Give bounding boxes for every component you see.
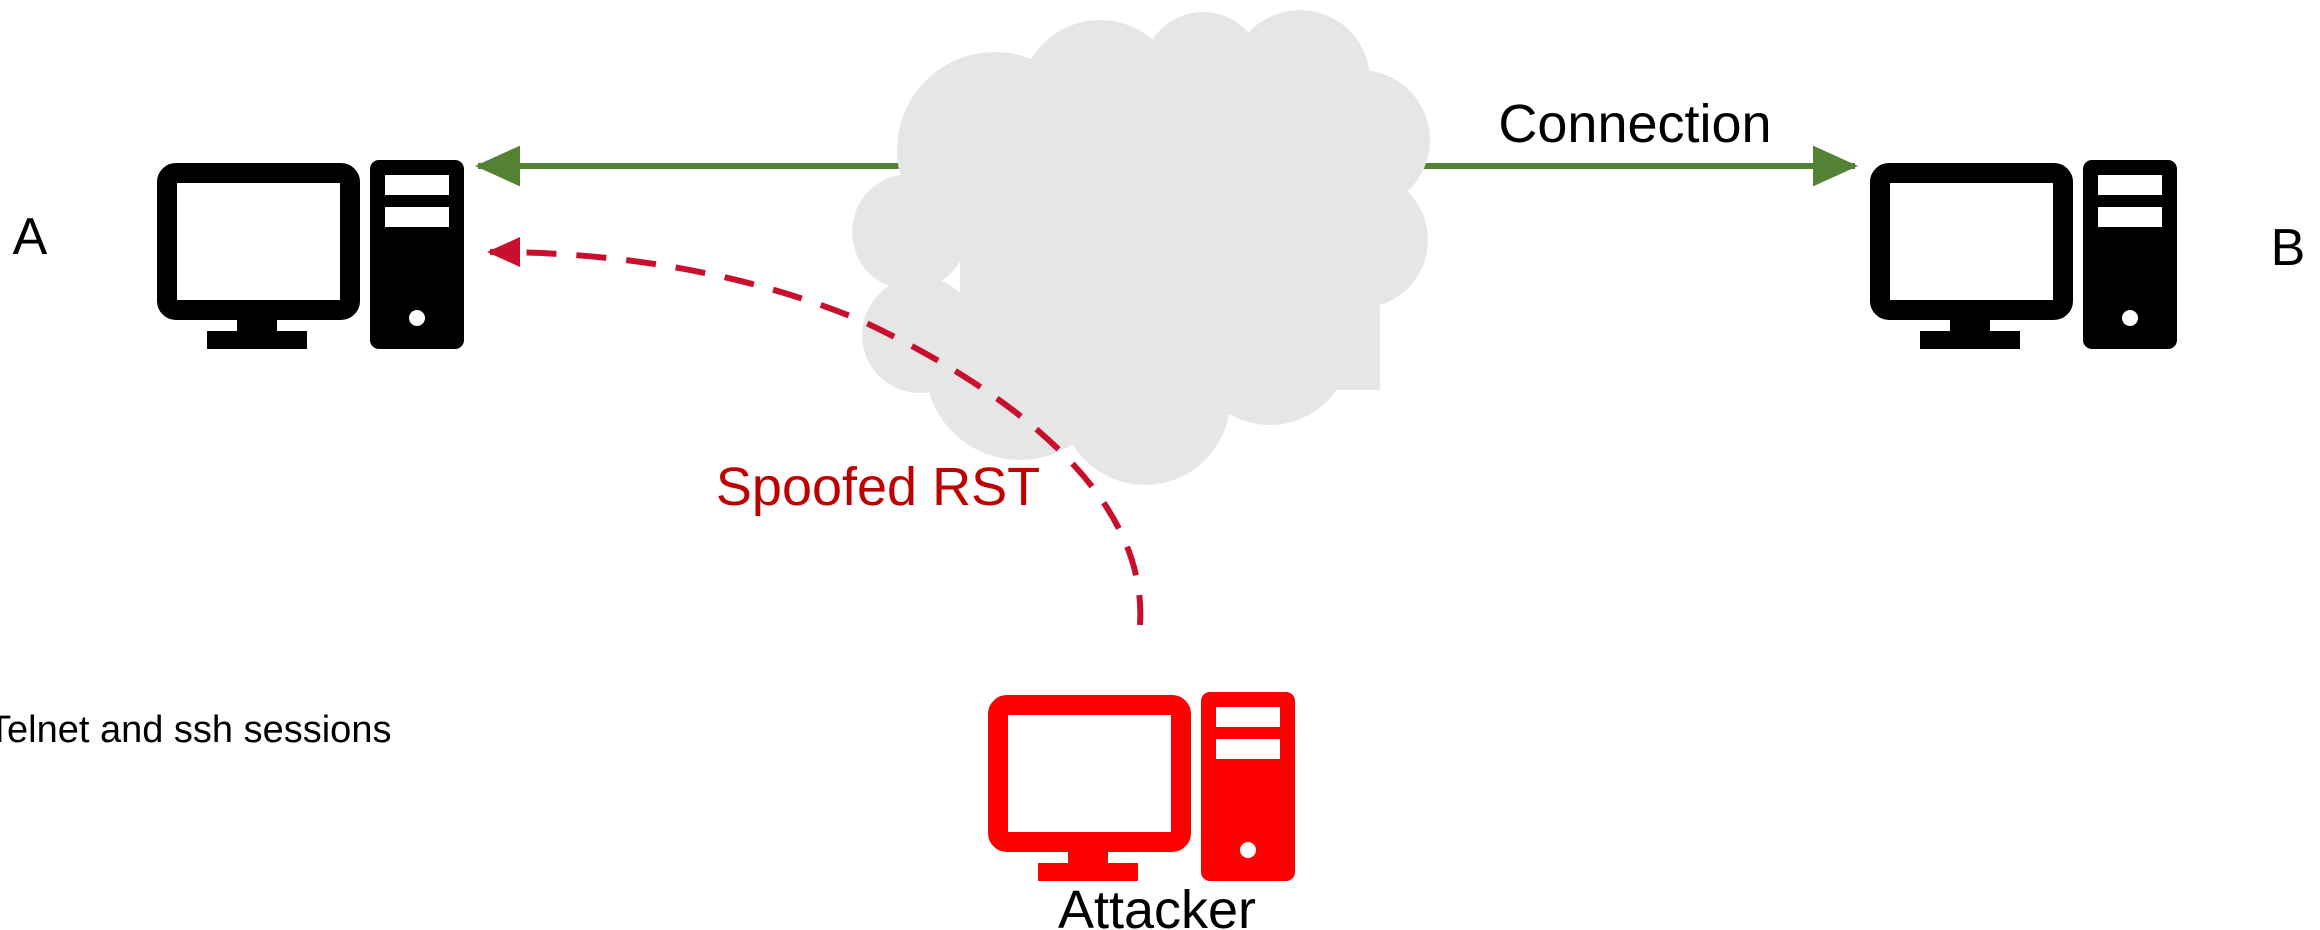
host-b-label: B (2271, 219, 2306, 277)
host-a-label: A (13, 208, 48, 266)
host-b-computer-icon (1880, 160, 2177, 349)
side-note: Telnet and ssh sessions (0, 709, 391, 751)
cloud-icon (852, 10, 1430, 485)
spoofed-rst-arrow (487, 237, 1144, 626)
attacker-label: Attacker (1058, 880, 1256, 930)
attacker-computer-icon (998, 692, 1295, 881)
spoofed-rst-label: Spoofed RST (716, 457, 1040, 517)
connection-label: Connection (1498, 94, 1771, 154)
host-a-computer-icon (167, 160, 464, 349)
